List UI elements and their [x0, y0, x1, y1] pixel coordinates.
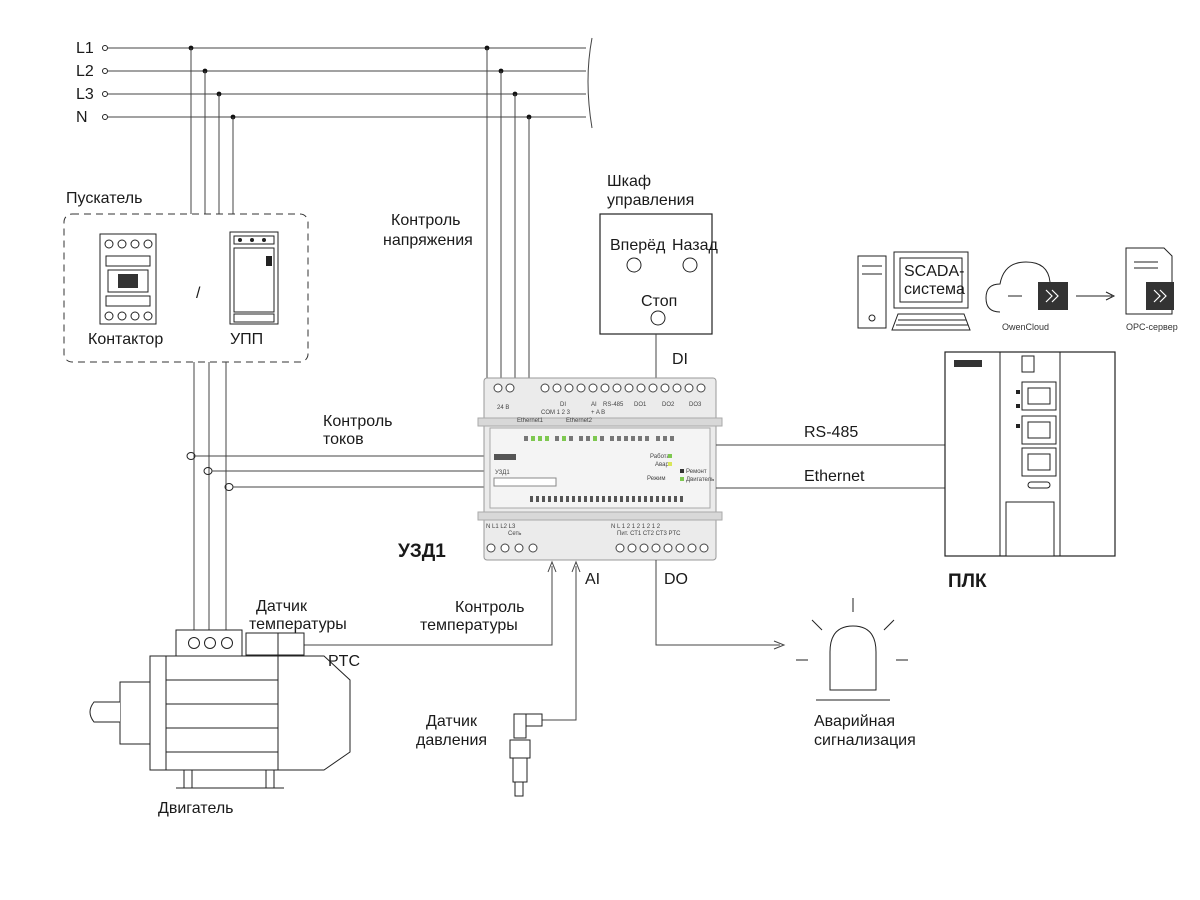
plc-label: ПЛК — [948, 571, 987, 592]
led-row — [524, 436, 674, 441]
alarm-label-1: Аварийная — [814, 713, 895, 730]
back-button[interactable] — [682, 257, 698, 273]
break-mark — [587, 37, 593, 129]
owencloud-label: OwenCloud — [1002, 322, 1049, 332]
line-l3-label: L3 — [76, 86, 94, 103]
mode-2-label: Двигатель — [686, 477, 714, 483]
motor-label: Двигатель — [158, 800, 234, 817]
cabinet-title-2: управления — [607, 192, 694, 209]
alarm-led-label: Авар — [655, 462, 669, 468]
owencloud-icon — [985, 261, 1068, 313]
bottom-right-sub: Пит. СТ1 СТ2 СТ3 PTC — [617, 531, 681, 537]
opc-server-label: OPC-сервер — [1126, 322, 1178, 332]
top-do1: DO1 — [634, 402, 647, 408]
contactor-icon — [99, 233, 157, 325]
ptc-label: PTC — [328, 653, 360, 670]
eth1-label: Ethernet1 — [517, 418, 544, 424]
line-l2-label: L2 — [76, 63, 94, 80]
ai-label: AI — [585, 571, 600, 588]
bottom-left-label: N L1 L2 L3 — [486, 524, 516, 530]
pressure-sensor-icon — [509, 713, 543, 797]
scada-label-1: SCADA- — [904, 263, 964, 280]
line-n-label: N — [76, 109, 88, 126]
motor-icon — [89, 629, 351, 789]
scada-computer-icon — [857, 251, 971, 331]
temp-sensor-label-1: Датчик — [256, 598, 308, 615]
plc-device — [944, 351, 1116, 557]
motor-feed-wires — [186, 362, 484, 630]
mode-label: Режим — [647, 476, 666, 482]
top-ai: AI — [591, 402, 597, 408]
bottom-left-sub: Сеть — [508, 531, 521, 537]
stop-label: Стоп — [641, 293, 677, 310]
softstarter-label: УПП — [230, 331, 263, 348]
device-name-label: УЗД1 — [398, 541, 446, 562]
pressure-sensor-label-1: Датчик — [426, 713, 478, 730]
alarm-label-2: сигнализация — [814, 732, 916, 749]
stop-button[interactable] — [650, 310, 666, 326]
current-control-label-1: Контроль — [323, 413, 393, 430]
temp-sensor-label-2: температуры — [249, 616, 347, 633]
top-24v: 24 В — [497, 405, 509, 411]
temperature-sensor-icon — [245, 632, 305, 656]
voltage-control-label-2: напряжения — [383, 232, 473, 249]
starter-block: Пускатель / Контактор — [63, 190, 309, 363]
device-panel-name: УЗД1 — [495, 470, 510, 476]
mode-1-label: Ремонт — [686, 469, 707, 475]
opc-server-icon — [1125, 247, 1174, 315]
pressure-sensor-label-2: давления — [416, 732, 487, 749]
rs485-label: RS-485 — [804, 424, 858, 441]
eth2-label: Ethernet2 — [566, 418, 593, 424]
power-lines: L1 L2 L3 N — [76, 37, 593, 378]
starter-separator: / — [196, 285, 201, 302]
top-do2: DO2 — [662, 402, 675, 408]
contactor-label: Контактор — [88, 331, 163, 348]
do-label: DO — [664, 571, 688, 588]
work-label: Работа — [650, 454, 670, 460]
ethernet-label: Ethernet — [804, 468, 865, 485]
signal-wires: RS-485 Ethernet AI DO — [304, 424, 945, 721]
back-label: Назад — [672, 237, 719, 254]
current-control-label-2: токов — [323, 431, 364, 448]
soft-starter-icon — [229, 231, 279, 325]
top-com: COM 1 2 3 — [541, 410, 571, 416]
top-do3: DO3 — [689, 402, 702, 408]
starter-frame — [63, 213, 309, 363]
device-brand-logo — [494, 454, 516, 460]
scada-label-2: система — [904, 281, 965, 298]
temp-control-label-1: Контроль — [455, 599, 525, 616]
temp-control-label-2: температуры — [420, 617, 518, 634]
cabinet-title-1: Шкаф — [607, 173, 651, 190]
alarm-lamp-icon — [796, 598, 908, 701]
voltage-control-label-1: Контроль — [391, 212, 461, 229]
forward-label: Вперёд — [610, 237, 666, 254]
starter-title: Пускатель — [66, 190, 142, 207]
bottom-right-label: N L 1 2 1 2 1 2 1 2 — [611, 524, 661, 530]
di-label: DI — [672, 351, 688, 368]
device-label-plate — [493, 477, 557, 487]
device-front-panel — [489, 427, 711, 509]
plc-brand-logo — [954, 360, 982, 367]
line-l1-label: L1 — [76, 40, 94, 57]
control-cabinet: Шкаф управления Вперёд Назад Стоп DI — [599, 173, 719, 378]
forward-button[interactable] — [626, 257, 642, 273]
top-di: DI — [560, 402, 566, 408]
top-ab: + A B — [591, 410, 605, 416]
top-rs485: RS-485 — [603, 402, 624, 408]
uzd1-device: 24 В DI AI RS-485 DO1 DO2 DO3 COM 1 2 3 … — [398, 377, 723, 562]
